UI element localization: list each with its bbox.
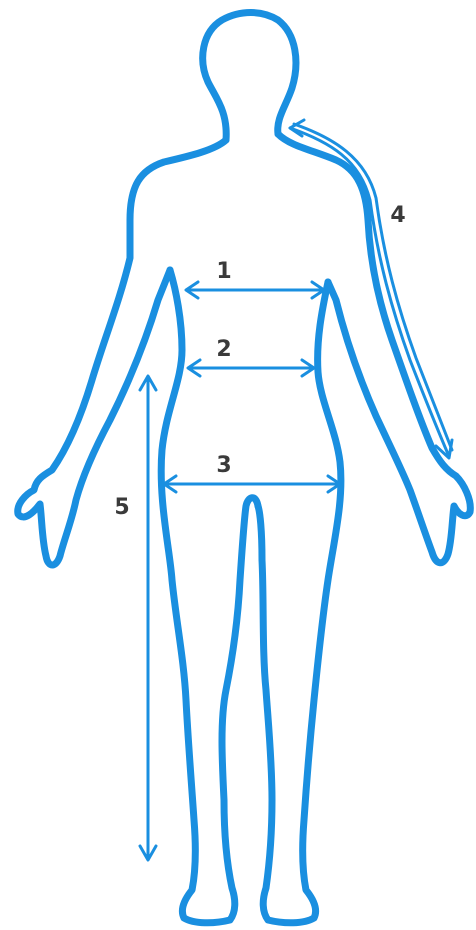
right-arm-outline xyxy=(278,134,470,563)
chest-arrow xyxy=(186,282,324,298)
body-outline xyxy=(18,13,471,923)
measurement-label-3: 3 xyxy=(216,453,231,478)
hips-arrow xyxy=(164,476,340,492)
measurement-label-1: 1 xyxy=(216,259,231,284)
measurement-label-4: 4 xyxy=(390,203,405,228)
length-arrow xyxy=(140,376,156,860)
measurement-label-5: 5 xyxy=(114,495,129,520)
head-outline xyxy=(203,13,296,141)
waist-arrow xyxy=(188,360,314,376)
right-leg-outline xyxy=(258,282,341,923)
measurement-label-2: 2 xyxy=(216,337,231,362)
